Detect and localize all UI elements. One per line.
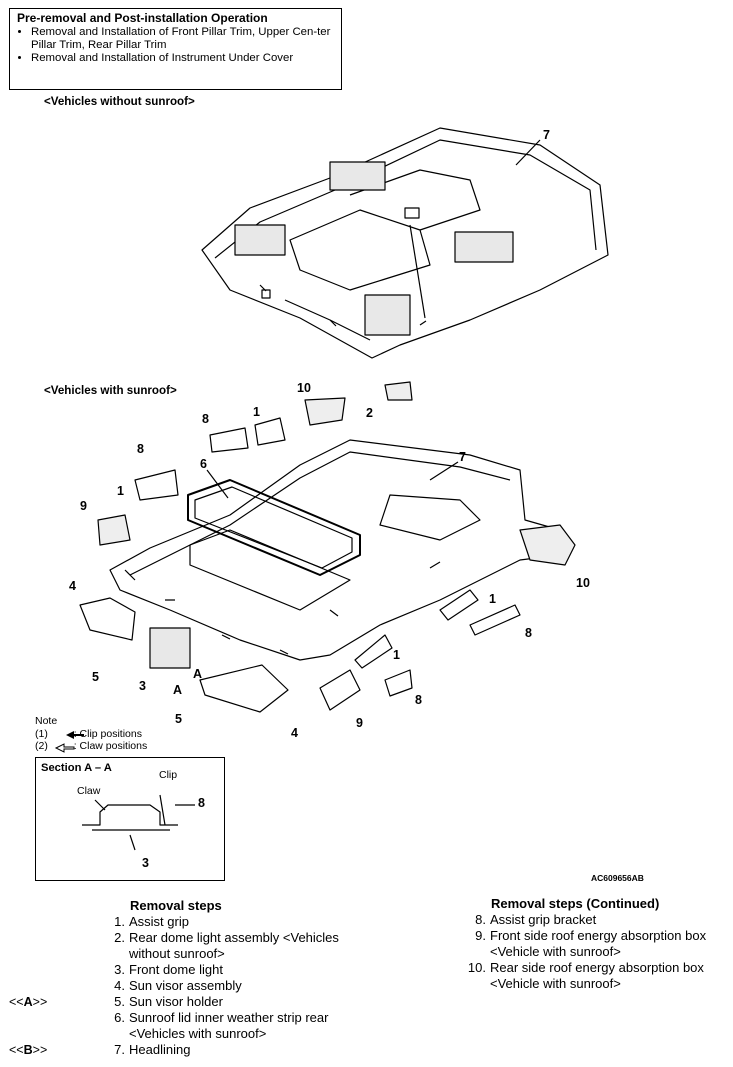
section-callout-8: 8	[198, 796, 205, 810]
callout-5: 5	[175, 712, 182, 726]
section-aa-box: Section A – A Clip Claw 8 3	[35, 757, 225, 881]
headlining-sunroof-drawing	[79, 381, 576, 713]
note-line-1-num: (1)	[35, 727, 48, 740]
note-line-2-num: (2)	[35, 740, 48, 752]
pre-removal-list: Removal and Installation of Front Pillar…	[17, 26, 334, 65]
callout-1: 1	[253, 405, 260, 419]
callout-1: 1	[489, 592, 496, 606]
note-title: Note	[35, 715, 58, 727]
note-line-1: (1) : Clip positions	[35, 728, 147, 741]
callout-9: 9	[356, 716, 363, 730]
procedure-tag-a: <<A>>	[9, 995, 48, 1009]
removal-steps-continued-heading: Removal steps (Continued)	[491, 896, 660, 911]
callout-8: 8	[525, 626, 532, 640]
section-aa-title: Section A – A	[41, 762, 112, 774]
section-claw-label: Claw	[77, 785, 101, 797]
procedure-tag-b: <<B>>	[9, 1043, 48, 1057]
callout-3: 3	[139, 679, 146, 693]
callout-8: 8	[202, 412, 209, 426]
claw-arrow-icon	[54, 743, 75, 753]
label-without-sunroof: <Vehicles without sunroof>	[44, 95, 195, 108]
callout-8: 8	[137, 442, 144, 456]
callout-7: 7	[543, 128, 550, 142]
section-callout-3: 3	[142, 856, 149, 870]
callout-4: 4	[69, 579, 76, 593]
pre-removal-item: Removal and Installation of Instrument U…	[31, 52, 334, 65]
section-aa-drawing	[82, 794, 195, 851]
label-with-sunroof: <Vehicles with sunroof>	[44, 384, 177, 397]
pre-removal-box: Pre-removal and Post-installation Operat…	[9, 8, 342, 90]
callout-1: 1	[393, 648, 400, 662]
note-line-1-text: : Clip positions	[73, 727, 142, 740]
callout-8: 8	[415, 693, 422, 707]
callout-2: 2	[366, 406, 373, 420]
callout-10: 10	[576, 576, 590, 590]
callout-1: 1	[117, 484, 124, 498]
callout-9: 9	[80, 499, 87, 513]
section-clip-label: Clip	[159, 769, 178, 781]
callout-a: A	[193, 667, 203, 681]
pre-removal-item: Removal and Installation of Front Pillar…	[31, 26, 334, 52]
note: Note (1) : Clip positions (2) : Claw pos…	[35, 715, 147, 753]
callout-10: 10	[297, 381, 311, 395]
note-line-2: (2) : Claw positions	[35, 740, 147, 753]
figure-code: AC609656AB	[591, 873, 644, 883]
callout-7: 7	[459, 450, 466, 464]
callout-4: 4	[291, 726, 298, 740]
headlining-no-sunroof-drawing	[201, 127, 609, 359]
note-line-2-text: : Claw positions	[73, 740, 148, 752]
pre-removal-title: Pre-removal and Post-installation Operat…	[17, 11, 268, 25]
removal-steps-heading: Removal steps	[130, 898, 222, 913]
clip-arrow-icon	[66, 731, 84, 739]
callout-a: A	[173, 683, 183, 697]
callout-5: 5	[92, 670, 99, 684]
callout-6: 6	[200, 457, 207, 471]
